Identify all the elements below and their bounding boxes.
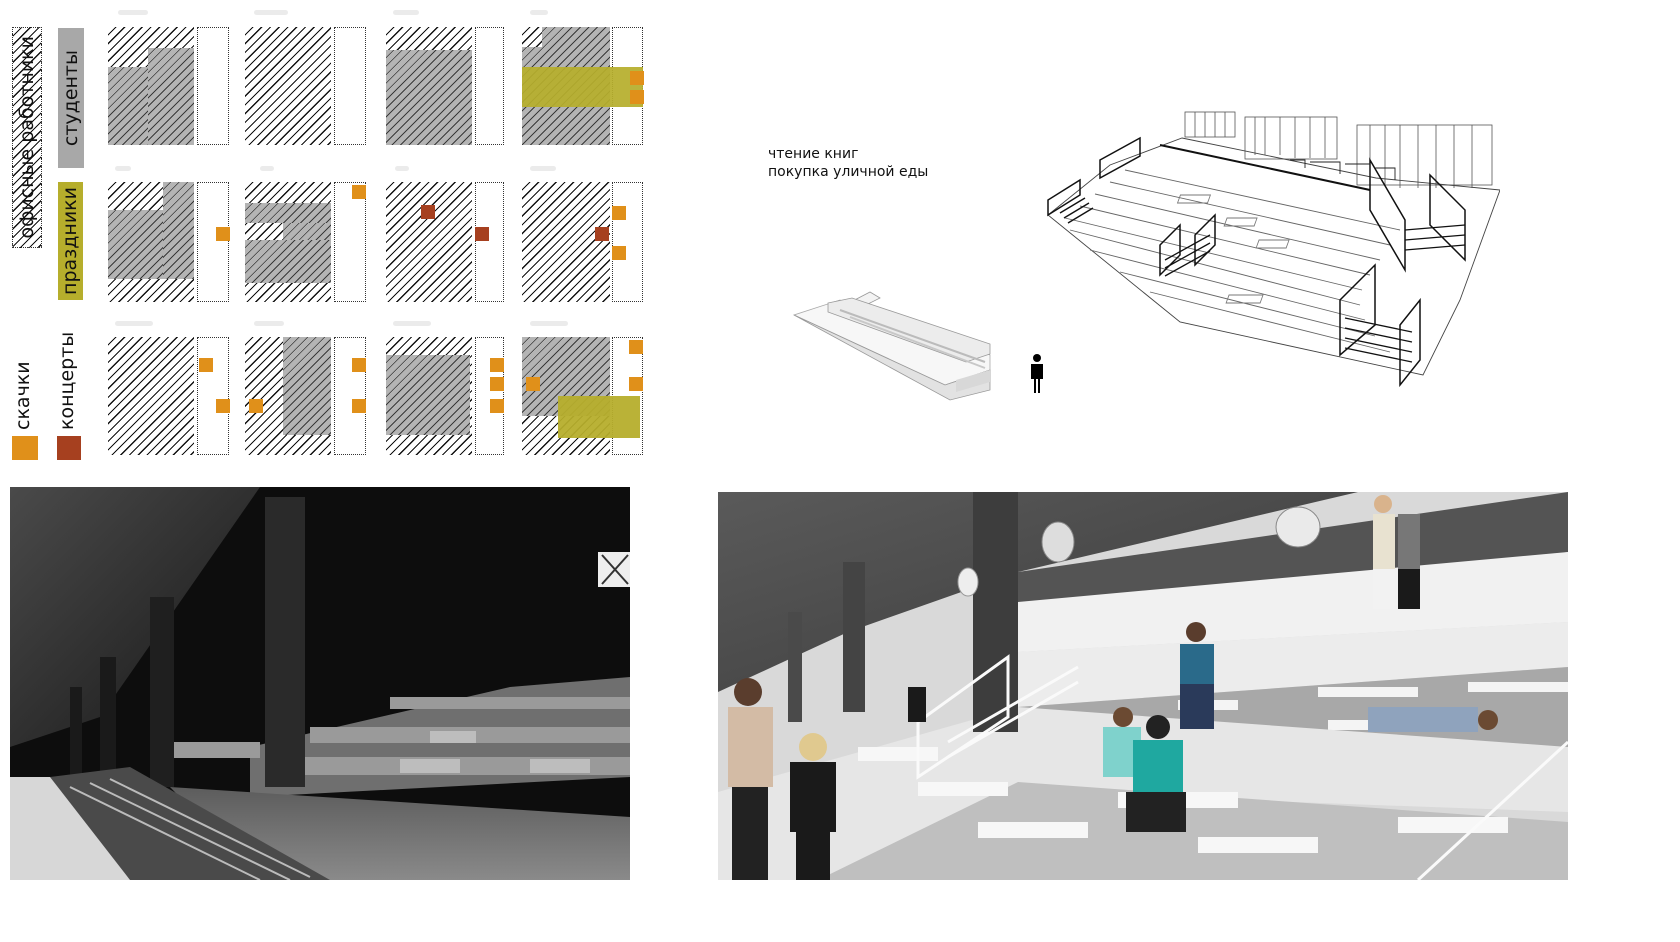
month-label	[395, 166, 409, 171]
legend-office-workers-label: офисные работники	[15, 36, 38, 239]
month-label	[115, 166, 131, 171]
concert-event-marker	[475, 227, 489, 241]
students-area	[108, 67, 148, 145]
activities-caption: чтение книг покупка уличной еды	[768, 145, 928, 181]
legend-races-label: скачки	[12, 361, 34, 430]
proposed-grandstand-render	[718, 492, 1568, 880]
race-event-marker	[490, 358, 504, 372]
month-label	[115, 321, 153, 326]
month-label	[118, 10, 148, 15]
legend-office-workers: офисные работники	[12, 27, 42, 248]
holiday-band	[522, 67, 643, 107]
existing-grandstand-photo	[10, 487, 630, 880]
students-area	[386, 355, 470, 435]
concert-event-marker	[595, 227, 609, 241]
race-event-marker	[490, 399, 504, 413]
month-label	[393, 10, 419, 15]
legend-holidays: праздники	[58, 182, 83, 300]
students-area	[245, 203, 331, 223]
students-area	[163, 182, 194, 279]
race-event-marker	[352, 358, 366, 372]
grid-cell-r2c3	[386, 182, 472, 302]
students-area	[148, 48, 194, 145]
race-event-marker	[612, 246, 626, 260]
legend-students: студенты	[58, 28, 84, 168]
race-event-marker	[352, 399, 366, 413]
event-strip-r3c1	[197, 337, 229, 455]
race-event-marker	[629, 340, 643, 354]
legend-students-label: студенты	[59, 49, 82, 147]
month-label	[393, 321, 431, 326]
month-label	[530, 10, 548, 15]
month-label	[254, 10, 288, 15]
legend-holidays-label: праздники	[59, 187, 81, 295]
event-strip-r2c4	[612, 182, 643, 302]
people	[728, 495, 1498, 880]
legend-concerts-swatch	[57, 436, 81, 460]
event-strip-r2c1	[197, 182, 229, 302]
event-strip-r3c3	[475, 337, 504, 455]
grid-cell-r1c2	[245, 27, 331, 145]
race-event-marker	[249, 399, 263, 413]
race-event-marker	[490, 377, 504, 391]
holiday-band	[558, 396, 640, 438]
race-event-marker	[630, 71, 644, 85]
month-label	[254, 321, 284, 326]
race-event-marker	[199, 358, 213, 372]
students-area	[386, 50, 472, 145]
legend-races-swatch	[12, 436, 38, 460]
race-event-marker	[630, 90, 644, 104]
race-event-marker	[216, 227, 230, 241]
activity-reading: чтение книг	[768, 146, 859, 162]
event-strip-r1c1	[197, 27, 229, 145]
race-event-marker	[629, 377, 643, 391]
concert-event-marker	[421, 205, 435, 219]
students-area	[245, 240, 331, 283]
race-event-marker	[526, 377, 540, 391]
legend-concerts-label: концерты	[56, 331, 78, 430]
grandstand-axonometric	[1047, 111, 1500, 388]
students-area	[283, 223, 331, 240]
students-area	[283, 337, 331, 435]
race-event-marker	[216, 399, 230, 413]
race-event-marker	[352, 185, 366, 199]
event-strip-r2c2	[334, 182, 366, 302]
month-label	[530, 166, 556, 171]
activity-street-food: покупка уличной еды	[768, 164, 929, 180]
event-strip-r3c2	[334, 337, 366, 455]
event-strip-r1c3	[475, 27, 504, 145]
unused-area	[522, 27, 542, 47]
race-event-marker	[612, 206, 626, 220]
grid-cell-r3c1	[108, 337, 194, 455]
bench-module-axonometric	[792, 291, 991, 401]
person-scale-icon	[1031, 354, 1043, 393]
grid-cell-r2c4	[522, 182, 610, 302]
month-label	[260, 166, 274, 171]
event-strip-r2c3	[475, 182, 504, 302]
month-label	[530, 321, 568, 326]
event-strip-r1c2	[334, 27, 366, 145]
students-area	[108, 210, 163, 279]
